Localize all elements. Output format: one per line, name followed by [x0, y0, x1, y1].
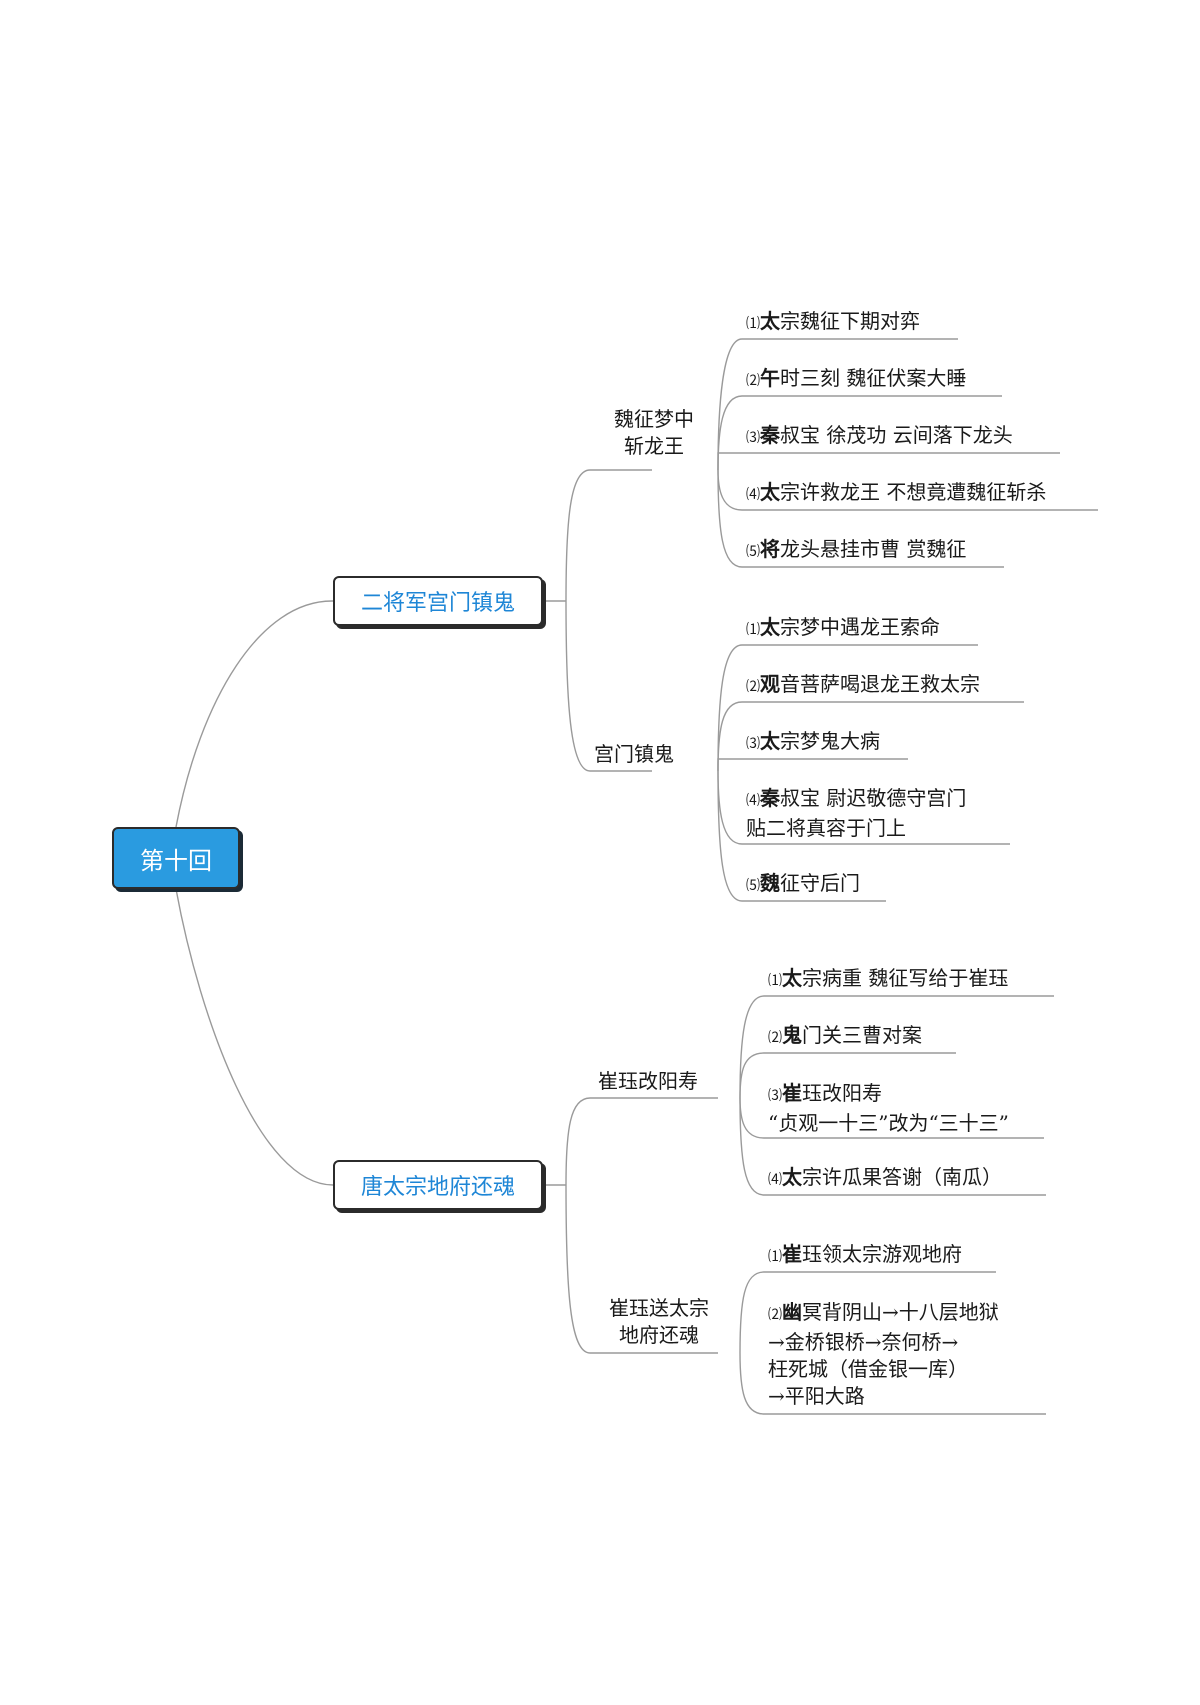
leaf-item[interactable]: ⑵幽冥背阴山→十八层地狱 →金桥银桥→奈何桥→ 枉死城（借金银一库） →平阳大路	[768, 1299, 999, 1410]
item-number: ⑴	[768, 973, 782, 989]
item-lead: 太	[782, 966, 802, 990]
leaf-item[interactable]: ⑸魏征守后门	[746, 870, 860, 900]
item-number: ⑴	[768, 1249, 782, 1265]
item-text: 宗许瓜果答谢（南瓜）	[802, 1165, 1002, 1189]
item-number: ⑸	[746, 544, 760, 560]
group-label-dream-slay-dragon[interactable]: 魏征梦中 斩龙王	[614, 407, 694, 458]
leaf-item[interactable]: ⑶秦叔宝 徐茂功 云间落下龙头	[746, 422, 1013, 452]
item-number: ⑵	[746, 679, 760, 695]
item-lead: 观	[760, 672, 780, 696]
leaf-item[interactable]: ⑴太宗病重 魏征写给于崔珏	[768, 965, 1008, 995]
leaf-item[interactable]: ⑷秦叔宝 尉迟敬德守宫门 贴二将真容于门上	[746, 785, 966, 842]
item-text: 珏改阳寿 “贞观一十三”改为“三十三”	[768, 1081, 1009, 1135]
item-number: ⑵	[768, 1030, 782, 1046]
leaf-item[interactable]: ⑷太宗许瓜果答谢（南瓜）	[768, 1164, 1002, 1194]
group-label-palace-gate[interactable]: 宫门镇鬼	[594, 742, 674, 766]
item-lead: 太	[782, 1165, 802, 1189]
item-lead: 将	[760, 537, 780, 561]
item-text: 珏领太宗游观地府	[802, 1242, 962, 1266]
item-number: ⑷	[746, 793, 760, 809]
group-label-change-lifespan[interactable]: 崔珏改阳寿	[598, 1069, 698, 1093]
item-text: 叔宝 徐茂功 云间落下龙头	[780, 423, 1013, 447]
branch-label: 二将军宫门镇鬼	[360, 591, 515, 616]
item-number: ⑷	[746, 487, 760, 503]
item-number: ⑸	[746, 878, 760, 894]
item-text: 征守后门	[780, 871, 860, 895]
item-lead: 魏	[760, 871, 780, 895]
leaf-item[interactable]: ⑵观音菩萨喝退龙王救太宗	[746, 671, 980, 701]
root-node[interactable]: 第十回	[112, 827, 240, 889]
leaf-item[interactable]: ⑵鬼门关三曹对案	[768, 1022, 922, 1052]
item-lead: 太	[760, 615, 780, 639]
leaf-item[interactable]: ⑶太宗梦鬼大病	[746, 728, 880, 758]
item-text: 叔宝 尉迟敬德守宫门 贴二将真容于门上	[746, 786, 967, 840]
item-text: 时三刻 魏征伏案大睡	[780, 366, 967, 390]
leaf-item[interactable]: ⑴太宗魏征下期对弈	[746, 308, 920, 338]
item-number: ⑶	[746, 736, 760, 752]
item-lead: 太	[760, 309, 780, 333]
leaf-item[interactable]: ⑷太宗许救龙王 不想竟遭魏征斩杀	[746, 479, 1046, 509]
item-text: 冥背阴山→十八层地狱 →金桥银桥→奈何桥→ 枉死城（借金银一库） →平阳大路	[768, 1300, 999, 1408]
branch-node-underworld-return[interactable]: 唐太宗地府还魂	[333, 1160, 543, 1210]
item-text: 宗许救龙王 不想竟遭魏征斩杀	[780, 480, 1047, 504]
leaf-item[interactable]: ⑴太宗梦中遇龙王索命	[746, 614, 940, 644]
item-text: 门关三曹对案	[802, 1023, 922, 1047]
root-label: 第十回	[140, 846, 212, 875]
item-number: ⑵	[768, 1307, 782, 1323]
item-lead: 鬼	[782, 1023, 802, 1047]
item-text: 宗魏征下期对弈	[780, 309, 920, 333]
item-lead: 太	[760, 480, 780, 504]
leaf-item[interactable]: ⑵午时三刻 魏征伏案大睡	[746, 365, 966, 395]
leaf-item[interactable]: ⑶崔珏改阳寿 “贞观一十三”改为“三十三”	[768, 1080, 1009, 1137]
item-number: ⑶	[768, 1088, 782, 1104]
item-lead: 午	[760, 366, 780, 390]
leaf-item[interactable]: ⑴崔珏领太宗游观地府	[768, 1241, 962, 1271]
item-lead: 秦	[760, 423, 780, 447]
branch-label: 唐太宗地府还魂	[360, 1175, 515, 1200]
item-number: ⑴	[746, 622, 760, 638]
item-text: 宗梦鬼大病	[780, 729, 880, 753]
item-number: ⑵	[746, 373, 760, 389]
branch-node-ghost-guarding[interactable]: 二将军宫门镇鬼	[333, 576, 543, 626]
item-lead: 崔	[782, 1242, 802, 1266]
item-text: 宗梦中遇龙王索命	[780, 615, 940, 639]
group-label-send-back[interactable]: 崔珏送太宗 地府还魂	[609, 1296, 709, 1347]
item-lead: 太	[760, 729, 780, 753]
item-number: ⑴	[746, 316, 760, 332]
item-number: ⑷	[768, 1172, 782, 1188]
item-lead: 秦	[760, 786, 780, 810]
leaf-item[interactable]: ⑸将龙头悬挂市曹 赏魏征	[746, 536, 966, 566]
item-lead: 幽	[782, 1300, 802, 1324]
item-text: 宗病重 魏征写给于崔珏	[802, 966, 1009, 990]
item-lead: 崔	[782, 1081, 802, 1105]
item-text: 龙头悬挂市曹 赏魏征	[780, 537, 967, 561]
item-text: 音菩萨喝退龙王救太宗	[780, 672, 980, 696]
item-number: ⑶	[746, 430, 760, 446]
